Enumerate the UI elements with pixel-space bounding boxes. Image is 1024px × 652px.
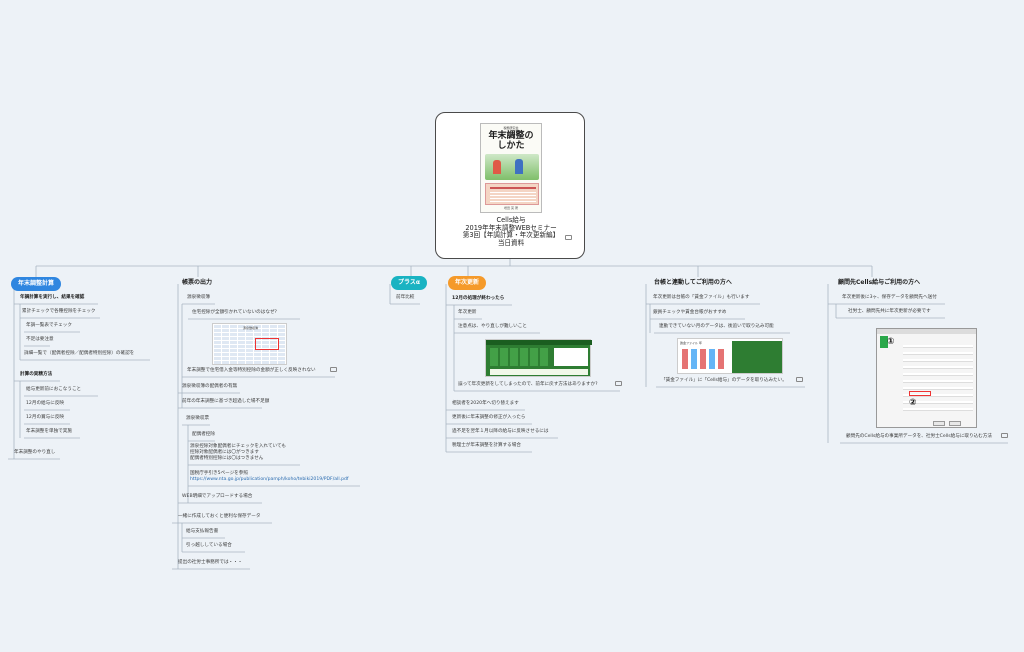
- screen-header: [486, 340, 592, 345]
- topic-node[interactable]: 年末調整で住宅借入金等特別控除の金額が正しく反映されない: [187, 368, 316, 373]
- branch-nenmatsu-label[interactable]: 年末調整計算: [11, 277, 62, 291]
- topic-node[interactable]: 年次更新: [458, 310, 477, 315]
- screen-green-panel: [732, 341, 782, 373]
- book-author: 増田 英 著: [504, 206, 518, 210]
- topic-node[interactable]: 前年比較: [396, 295, 415, 300]
- screen-footer: [490, 369, 588, 375]
- topic-node[interactable]: 税理士が年末調整を計算する場合: [452, 443, 521, 448]
- topic-node[interactable]: 銀員チェックや賃金台帳がおすすめ: [653, 310, 727, 315]
- topic-node[interactable]: 源泉徴収票: [186, 416, 209, 421]
- topic-node[interactable]: 12月の処理が終わったら: [452, 296, 505, 301]
- branch-komon-label[interactable]: 顧問先Cells給与ご利用の方へ: [838, 279, 921, 286]
- topic-node[interactable]: 住宅控除が全額引かれていないのはなぜ?: [192, 310, 277, 315]
- dialog-form: [903, 341, 973, 413]
- topic-node[interactable]: 配偶者特別控除には〇はつきません: [190, 456, 264, 461]
- annual-update-screenshot: [485, 339, 592, 377]
- topic-node[interactable]: 年調一覧表でチェック: [26, 323, 72, 328]
- note-icon[interactable]: [565, 235, 572, 240]
- book-band: [485, 183, 539, 205]
- topic-node[interactable]: 注意点は、やり直しが難しいこと: [458, 324, 527, 329]
- book-publisher: 税務研究会: [503, 126, 519, 130]
- topic-node[interactable]: 前年の年末調整に基づき超過した場不足額: [182, 399, 270, 404]
- note-icon[interactable]: [330, 367, 337, 372]
- import-dialog-screenshot: [876, 328, 977, 428]
- dialog-logo-icon: [880, 336, 888, 348]
- topic-node[interactable]: 年末調整のやり直し: [14, 450, 56, 455]
- topic-node[interactable]: 源泉徴収簿: [187, 295, 210, 300]
- guide-pdf-link[interactable]: https://www.nta.go.jp/publication/pamph/…: [190, 477, 349, 482]
- topic-node[interactable]: 年次更新は台帳の「賃金ファイル」も行います: [653, 295, 750, 300]
- topic-node[interactable]: 連動できていない月のデータは、後追いで取り込み可能: [659, 324, 774, 329]
- topic-node[interactable]: 社労士、顧問先共に年次更新が必要です: [848, 309, 931, 314]
- topic-node[interactable]: 源泉徴収簿の配偶者の有無: [182, 384, 238, 389]
- screen-buttons: [490, 348, 550, 366]
- topic-node[interactable]: 相談者を2020年へ切り替えます: [452, 401, 519, 406]
- topic-node[interactable]: 顧問先のCells給与の事業所データを、社労士Cells給与に取り込む方法: [846, 434, 992, 439]
- dialog-button: [949, 421, 961, 426]
- topic-node[interactable]: 年調計算を実行し、結果を確認: [20, 295, 85, 300]
- dialog-titlebar: [877, 329, 976, 334]
- topic-node[interactable]: 配偶者控除: [192, 432, 215, 437]
- topic-node[interactable]: 12月の給与に反映: [26, 401, 65, 406]
- highlight-box: [909, 391, 931, 396]
- topic-node[interactable]: 詳細一覧で（配偶者控除／配偶者特別控除）の確認を: [24, 351, 135, 356]
- thumb-title: 源泉徴収簿: [243, 326, 259, 330]
- note-icon[interactable]: [1001, 433, 1008, 438]
- highlight-box: [255, 338, 279, 350]
- topic-node[interactable]: 年末調整を単独で実施: [26, 429, 72, 434]
- topic-node[interactable]: 12月の賞与に反映: [26, 415, 65, 420]
- step-marker-1: ①: [887, 337, 895, 347]
- note-icon[interactable]: [796, 377, 803, 382]
- dialog-button: [933, 421, 945, 426]
- wage-file-screenshot: 賃金ファイル 年: [677, 338, 783, 374]
- topic-node[interactable]: 一緒に作成しておくと便利な保存データ: [178, 514, 261, 519]
- screen-icons: [682, 349, 726, 369]
- topic-node[interactable]: 計算の実精方法: [20, 372, 53, 377]
- topic-node[interactable]: 引っ越ししている場合: [186, 543, 232, 548]
- screen-panel: [554, 348, 588, 366]
- root-title: Cells給与 2019年年末調整WEBセミナー 第3回【年調計算・年次更新編】…: [462, 216, 560, 247]
- topic-node[interactable]: 国税庁手引き5ページを参照: [190, 471, 248, 476]
- topic-node[interactable]: 控除対象配偶者には〇がつきます: [190, 450, 259, 455]
- topic-node[interactable]: 給与支払報告書: [186, 529, 219, 534]
- branch-nenji-label[interactable]: 年次更新: [448, 276, 487, 290]
- topic-node[interactable]: 年次更新後に3ヶ、保存データを顧問先へ送付: [842, 295, 937, 300]
- book-cover-image: 税務研究会 年末調整の しかた 増田 英 著: [480, 123, 542, 213]
- thumb-title: 賃金ファイル 年: [680, 341, 702, 345]
- topic-node[interactable]: 給与更新前におこなうこと: [26, 387, 82, 392]
- step-marker-2: ②: [909, 398, 917, 408]
- root-topic[interactable]: 税務研究会 年末調整の しかた 増田 英 著 Cells給与 2019年年末調整…: [435, 112, 585, 259]
- topic-node[interactable]: 提出の社労士事務所では・・・: [178, 560, 243, 565]
- book-title: 年末調整の しかた: [488, 131, 534, 151]
- withholding-ledger-screenshot: 源泉徴収簿: [212, 323, 287, 365]
- topic-node[interactable]: 源泉控除対象配偶者にチェックを入れていても: [190, 444, 286, 449]
- branch-plus-label[interactable]: プラスα: [391, 276, 428, 290]
- book-illustration: [485, 154, 539, 180]
- branch-chohyo-label[interactable]: 帳票の出力: [182, 279, 213, 286]
- note-icon[interactable]: [615, 381, 622, 386]
- topic-node[interactable]: WEB明細でアップロードする場合: [182, 494, 253, 499]
- topic-node[interactable]: 累計チェックで各種控除をチェック: [22, 309, 96, 314]
- branch-daicho-label[interactable]: 台帳と連動してご利用の方へ: [654, 279, 732, 286]
- topic-node[interactable]: 更新後に年末調整の修正が入ったら: [452, 415, 526, 420]
- topic-node[interactable]: 「賃金ファイル」に「Cells給与」のデータを取り込みたい。: [661, 378, 787, 383]
- topic-node[interactable]: 不足は要注意: [26, 337, 54, 342]
- topic-node[interactable]: 誤って年次更新をしてしまったので、前年に戻す方法はありますか?: [458, 382, 598, 387]
- topic-node[interactable]: 過不足を翌年１月以降の給与に反映させるには: [452, 429, 549, 434]
